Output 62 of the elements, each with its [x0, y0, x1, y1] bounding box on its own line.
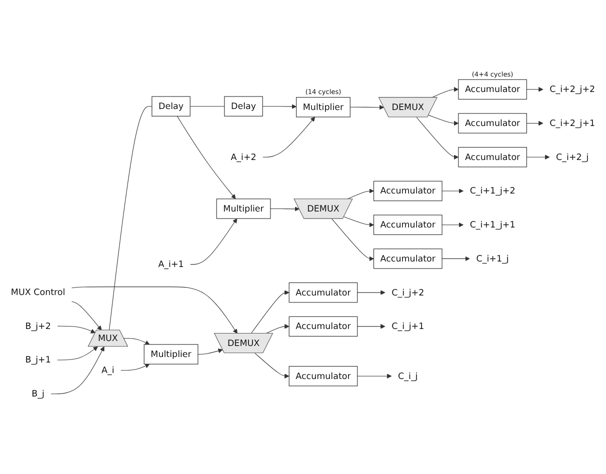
node-text: MUX Control: [10, 286, 66, 298]
node-box: Delay: [152, 96, 190, 116]
arrow: [526, 120, 544, 126]
node-text: B_j+2: [25, 320, 51, 332]
node-box: Accumulator: [373, 248, 442, 269]
node-text: C_i_j: [398, 370, 418, 382]
node-box: Accumulator: [373, 180, 442, 202]
connector: [190, 106, 225, 107]
node-box: Multiplier: [144, 344, 198, 364]
arrow: [270, 206, 300, 212]
arrow: [526, 87, 544, 92]
node-text: C_i_j+2: [392, 287, 424, 298]
arrow: [526, 154, 550, 160]
node-text: C_i+1_j: [476, 253, 509, 264]
node-text: C_i+2_j: [556, 152, 589, 162]
arrow: [332, 218, 374, 262]
node-text: C_i_j+1: [392, 320, 424, 332]
arrow: [190, 218, 238, 265]
arrow: [266, 324, 290, 334]
arrow: [344, 216, 374, 228]
arrow: [57, 346, 98, 360]
arrow: [442, 188, 464, 194]
node-box: Multiplier: [216, 198, 271, 219]
node-box: Accumulator: [288, 282, 358, 303]
arrow: [416, 116, 459, 160]
arrow: [262, 116, 316, 158]
node-text: B_j: [32, 388, 44, 399]
node-box: Accumulator: [458, 147, 527, 168]
arrow: [120, 364, 150, 371]
arrow: [442, 222, 464, 228]
node-box: Accumulator: [288, 366, 358, 386]
node-text: C_i+1_j+2: [470, 186, 516, 196]
arrow: [442, 256, 470, 262]
arrow: [357, 324, 386, 329]
arrow: [250, 290, 290, 334]
node-text: A_i: [102, 364, 114, 376]
arrow: [72, 301, 102, 330]
arrow: [176, 116, 236, 200]
arrow: [357, 374, 392, 379]
arrow: [350, 104, 384, 110]
node-text: C_i+2_j+1: [550, 118, 596, 128]
node-box: Accumulator: [373, 214, 442, 235]
arrow: [357, 290, 386, 295]
arrow: [198, 348, 223, 355]
node-text: A_i+1: [158, 258, 184, 270]
node-text: C_i+2_j+2: [550, 84, 596, 94]
node-text: A_i+2: [230, 152, 256, 162]
node-text: C_i+1_j+1: [470, 219, 516, 230]
arrow: [124, 338, 150, 345]
arrow: [72, 286, 238, 334]
node-box: Accumulator: [458, 79, 527, 100]
node-box: Accumulator: [288, 316, 358, 337]
connector: [108, 106, 152, 331]
node-box: Delay: [224, 96, 263, 116]
arrow: [57, 326, 96, 334]
arrow: [50, 346, 104, 394]
arrow: [254, 352, 290, 379]
node-box: Accumulator: [458, 113, 527, 134]
arrow: [262, 104, 297, 109]
arrow: [428, 114, 459, 126]
node-text: B_j+1: [25, 354, 51, 365]
node-box: Multiplier: [296, 97, 350, 118]
